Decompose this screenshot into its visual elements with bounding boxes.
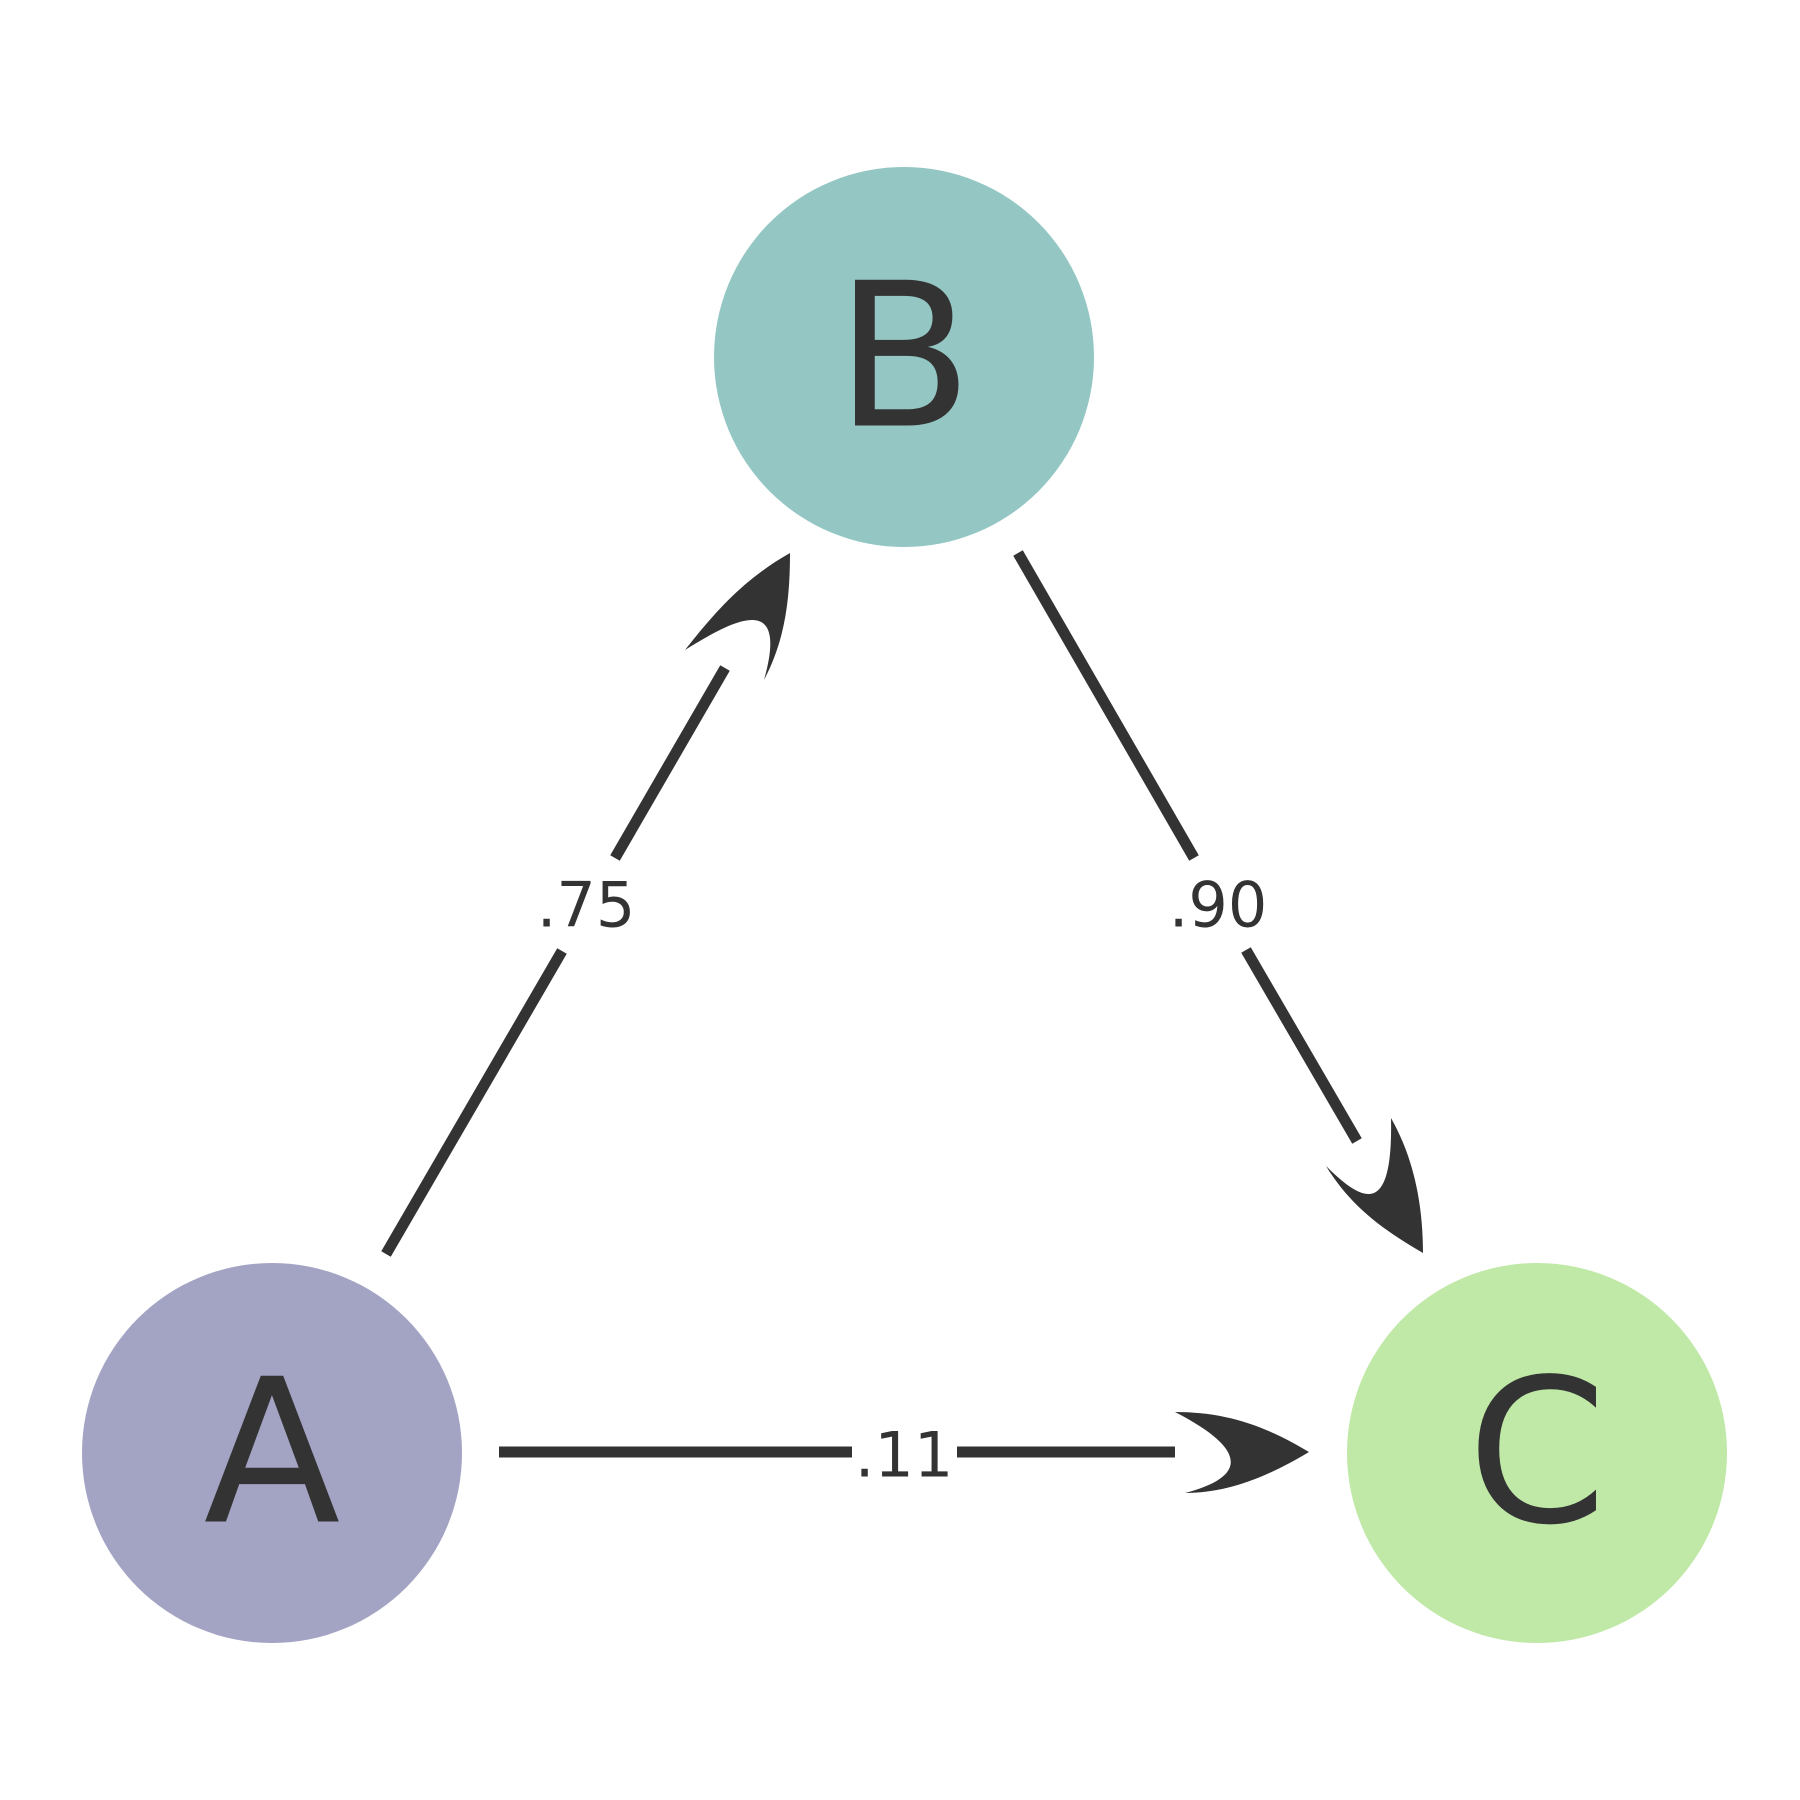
edge-a-b-label: .75 <box>537 869 636 942</box>
edge-a-b-line-upper <box>610 665 730 861</box>
node-c-label: C <box>1467 1337 1607 1570</box>
node-a: A <box>82 1263 462 1643</box>
node-b-label: B <box>835 241 972 474</box>
edge-b-c-line-lower <box>1241 947 1362 1144</box>
edge-a-b-line-lower <box>381 948 567 1257</box>
node-c-circle <box>1347 1263 1727 1643</box>
node-b: B <box>714 167 1094 547</box>
edge-b-c-label: .90 <box>1169 869 1268 942</box>
node-a-circle <box>82 1263 462 1643</box>
node-b-circle <box>714 167 1094 547</box>
edge-a-to-c: .11 <box>499 1412 1309 1493</box>
edge-a-to-b: .75 <box>381 553 790 1257</box>
edge-a-c-label: .11 <box>855 1419 954 1492</box>
edge-b-c-line-upper <box>1013 550 1199 861</box>
edge-b-to-c: .90 <box>1013 550 1423 1253</box>
edge-a-b-arrowhead <box>685 553 790 680</box>
node-a-label: A <box>204 1337 341 1570</box>
edge-b-c-arrowhead <box>1326 1118 1423 1253</box>
node-c: C <box>1347 1263 1727 1643</box>
edge-a-c-arrowhead <box>1175 1412 1309 1493</box>
